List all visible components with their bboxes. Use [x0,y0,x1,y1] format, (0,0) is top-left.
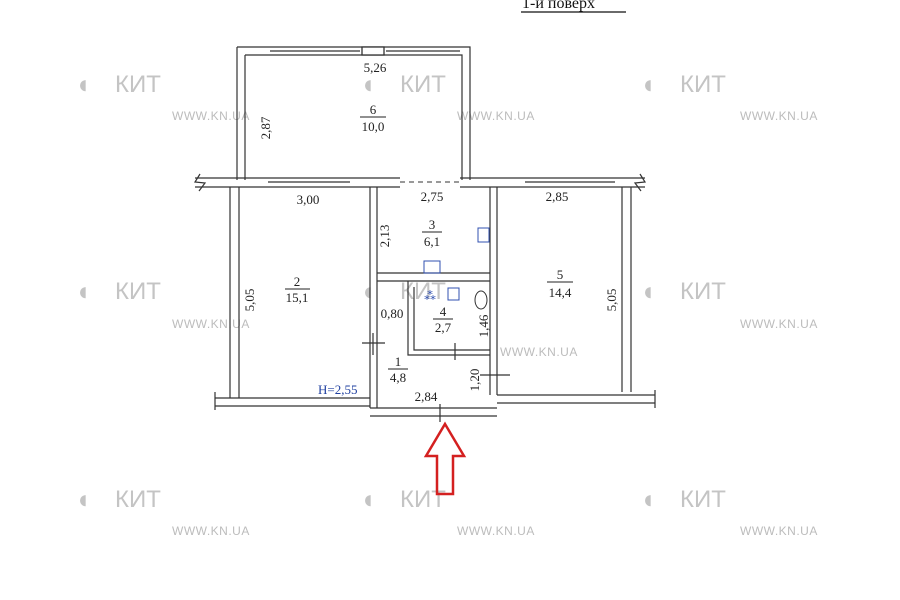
ceiling-height-label: H=2,55 [318,382,357,397]
kit-logo-icon: ◖ [75,69,91,99]
watermark-text: КИТ [680,486,726,513]
room-labels: 6 10,0 3 6,1 2 15,1 4 2,7 5 14,4 1 4,8 [285,102,573,385]
watermark-url: WWW.KN.UA [172,317,250,331]
dimension-label: 3,00 [297,192,320,207]
kit-logo-icon: ◖ [360,69,376,99]
watermarks: ◖ КИТ ◖ КИТ ◖ КИТ ◖ КИТ ◖ КИТ ◖ КИТ ◖ КИ… [75,69,818,538]
room-number: 1 [395,354,402,369]
watermark-logo: ◖ КИТ ◖ КИТ ◖ КИТ ◖ КИТ ◖ КИТ ◖ КИТ ◖ КИ… [75,69,726,514]
sink-icon [477,227,490,243]
watermark-url: WWW.KN.UA [172,524,250,538]
kit-logo-icon: ◖ [360,484,376,514]
stove-icon [423,260,441,274]
dimension-label: 5,26 [364,60,387,75]
dimension-label: 2,13 [377,225,392,248]
room-number: 2 [294,274,301,289]
watermark-url: WWW.KN.UA [172,109,250,123]
dimension-label: 5,05 [242,289,257,312]
dimension-label: 0,80 [381,306,404,321]
room-area: 4,8 [390,370,406,385]
room-number: 3 [429,217,436,232]
washbasin-icon [447,287,460,301]
dimension-label: 2,87 [258,116,273,139]
watermark-url: WWW.KN.UA [500,345,578,359]
watermark-url: WWW.KN.UA [457,109,535,123]
watermark-text: КИТ [115,278,161,305]
toilet-icon [474,290,488,310]
room-number: 5 [557,267,564,282]
kit-logo-icon: ◖ [75,484,91,514]
shower-icon: ⁂ [424,289,436,303]
kit-logo-icon: ◖ [640,69,656,99]
room-number: 6 [370,102,377,117]
kit-logo-icon: ◖ [640,276,656,306]
watermark-text: КИТ [115,71,161,98]
watermark-text: КИТ [680,71,726,98]
room-area: 14,4 [549,285,572,300]
dimension-label: 2,75 [421,189,444,204]
room-area: 15,1 [286,290,309,305]
watermark-text: КИТ [115,486,161,513]
room-area: 10,0 [362,119,385,134]
kit-logo-icon: ◖ [75,276,91,306]
entrance-arrow-icon [423,421,467,496]
watermark-text: КИТ [400,486,446,513]
dimension-label: 2,85 [546,189,569,204]
dimension-label: 1,46 [476,314,491,337]
watermark-text: КИТ [400,71,446,98]
room-area: 2,7 [435,320,452,335]
watermark-url: WWW.KN.UA [740,109,818,123]
fixtures: ⁂ [423,227,490,310]
watermark-urls: WWW.KN.UA WWW.KN.UA WWW.KN.UA WWW.KN.UA … [172,109,818,538]
kit-logo-icon: ◖ [640,484,656,514]
room-area: 6,1 [424,234,440,249]
watermark-text: КИТ [680,278,726,305]
dimensions: 5,26 2,87 3,00 2,75 2,85 2,13 5,05 5,05 … [242,60,619,404]
dimension-label: 2,84 [415,389,438,404]
dimension-label: 1,20 [467,369,482,392]
room-number: 4 [440,304,447,319]
kit-logo-icon: ◖ [360,276,376,306]
watermark-url: WWW.KN.UA [740,317,818,331]
watermark-url: WWW.KN.UA [740,524,818,538]
walls [193,46,656,422]
watermark-url: WWW.KN.UA [457,524,535,538]
floor-label: 1-и поверх [522,0,595,12]
dimension-label: 5,05 [604,289,619,312]
